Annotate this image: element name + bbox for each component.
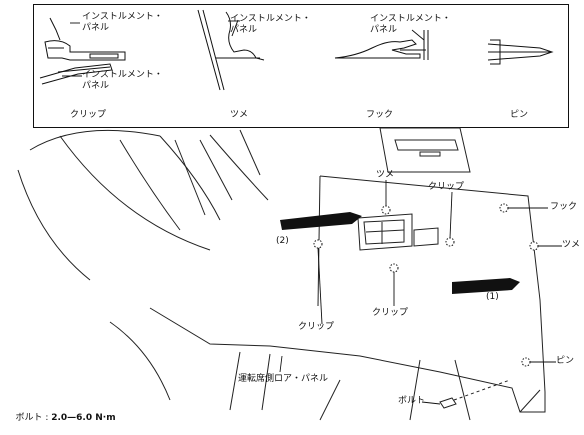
arrow-2-shape [280,212,362,230]
diagram-stage: インストルメント・ パネル インストルメント・ パネル インストルメント・ パネ… [15,4,581,423]
hook-legend-icon [334,30,429,60]
callout-panel-name: 運転席側ロア・パネル [238,374,329,384]
removal-arrows [280,212,520,294]
pin-legend-icon [487,39,554,65]
callout-bolt: ボルト [398,396,426,406]
callout-clip-top: クリップ [428,182,465,192]
callout-clip-left: クリップ [298,322,335,332]
callout-clip-center: クリップ [372,308,409,318]
claw-marker-right [529,241,539,251]
claw-panel-label: インストルメント・ パネル [230,14,311,35]
callout-hook-right: フック [550,202,578,212]
hook-marker [499,203,509,213]
clip-top-label: インストルメント・ パネル [82,12,163,33]
callout-arrow-1: (1) [486,292,499,302]
diagram-drawing [17,9,562,421]
hook-panel-label: インストルメント・ パネル [370,14,451,35]
arrow-1-shape [452,278,520,294]
claw-legend-icon [197,9,265,91]
callout-arrow-2: (2) [276,236,289,246]
fastener-legend-box [33,4,569,128]
callout-claw-top: ツメ [376,170,395,180]
torque-label: ボルト : [15,413,52,423]
torque-value: 2.0—6.0 N·m [51,413,116,423]
torque-spec: ボルト : 2.0—6.0 N·m [4,402,116,435]
callout-pin-right: ピン [556,356,575,366]
clip-marker-top [445,237,455,247]
caption-pin: ピン [510,110,529,120]
dashboard-illustration [17,127,546,421]
callout-claw-right: ツメ [562,240,581,250]
pin-marker [521,357,531,367]
clip-marker-left [313,239,323,249]
claw-marker-top [381,205,391,215]
clip-marker-center [389,263,399,273]
clip-bottom-label: インストルメント・ パネル [82,70,163,91]
caption-claw: ツメ [230,110,249,120]
caption-clip: クリップ [70,110,107,120]
caption-hook: フック [366,110,394,120]
